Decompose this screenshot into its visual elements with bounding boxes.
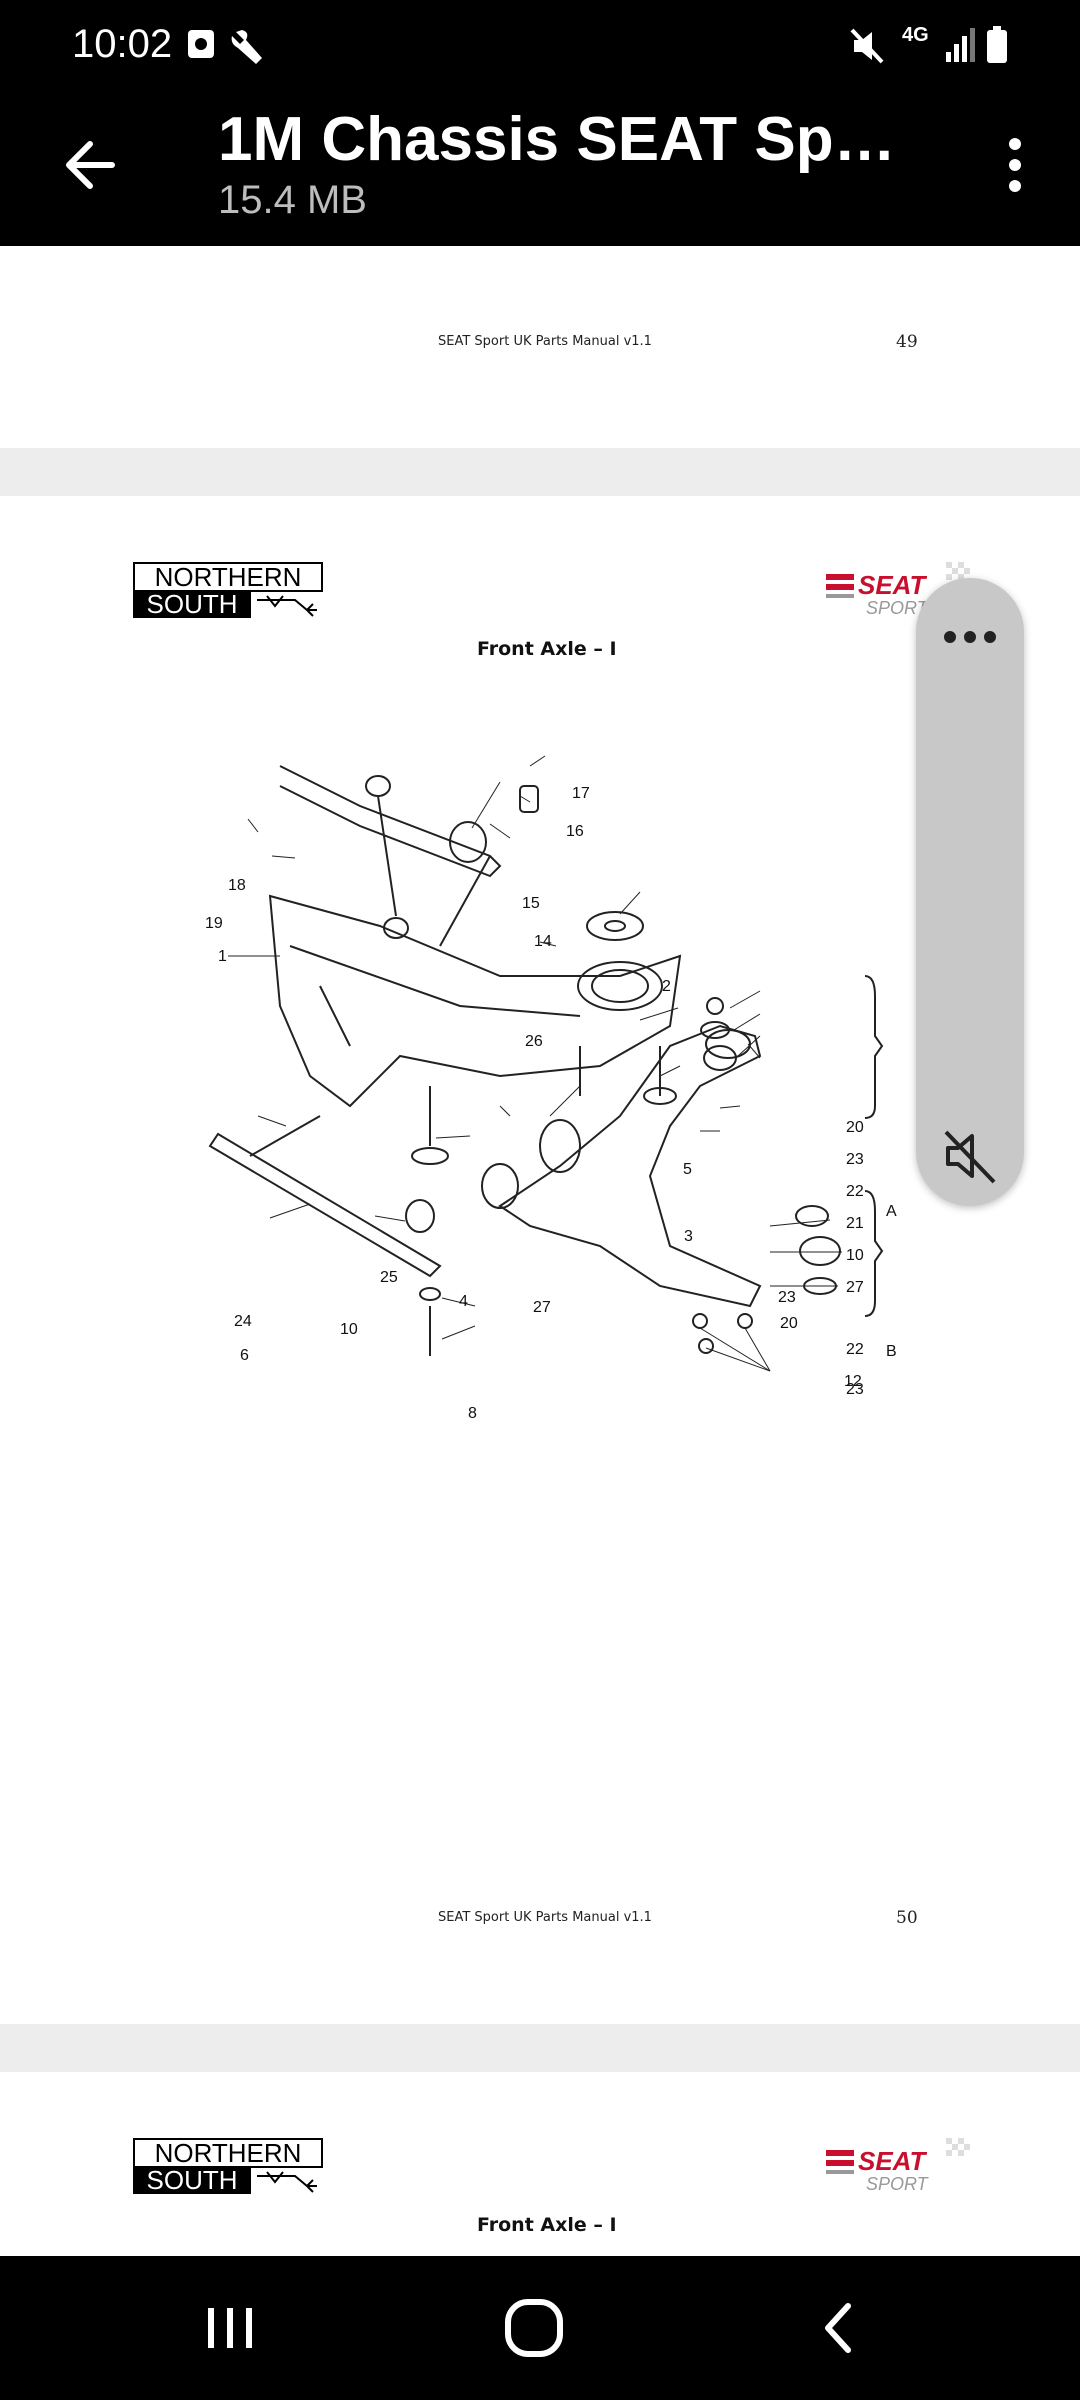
- callout-17: 17: [572, 785, 590, 802]
- northern-south-logo: NORTHERN SOUTH: [133, 562, 323, 620]
- back-icon[interactable]: [800, 2296, 880, 2360]
- callout-10: 10: [340, 1321, 358, 1338]
- network-label: 4G: [902, 24, 929, 46]
- diagram-callouts: 1 2 3 4 5 6 7 8 10 11 12 14 15 16 17 18 …: [205, 785, 897, 1422]
- more-vert-icon[interactable]: [990, 130, 1040, 200]
- pdf-page-50: NORTHERN SOUTH SEAT SPORT Front Axle – I: [0, 496, 1080, 2024]
- list-a-10: 10: [846, 1247, 864, 1264]
- callout-8: 8: [468, 1405, 477, 1422]
- callout-16: 16: [566, 823, 584, 840]
- back-arrow-icon[interactable]: [50, 130, 120, 200]
- front-axle-exploded-diagram: 1 2 3 4 5 6 7 8 10 11 12 14 15 16 17 18 …: [205, 755, 897, 1422]
- sport-tagline-text: SPORT: [866, 2174, 930, 2194]
- logo-line-2: SOUTH: [133, 2166, 251, 2194]
- list-b-22: 22: [846, 1341, 864, 1358]
- status-bar: 10:02 4G: [0, 0, 1080, 90]
- callout-19: 19: [205, 915, 223, 932]
- pdf-page-49: SEAT Sport UK Parts Manual v1.1 49: [0, 246, 1080, 448]
- callout-1: 1: [218, 948, 227, 965]
- sport-tagline-text: SPORT: [866, 598, 930, 618]
- screenshot-icon: [186, 26, 216, 67]
- northern-south-logo: NORTHERN SOUTH: [133, 2138, 323, 2196]
- seat-brand-text: SEAT: [858, 2146, 928, 2176]
- battery-icon: [986, 26, 1008, 69]
- seat-sport-logo: SEAT SPORT: [826, 2136, 996, 2196]
- callout-20-b: 20: [780, 1315, 798, 1332]
- system-nav-bar: [0, 2256, 1080, 2400]
- callout-5: 5: [683, 1161, 692, 1178]
- document-title: 1M Chassis SEAT Sport…: [218, 105, 918, 174]
- recents-icon[interactable]: [190, 2296, 270, 2360]
- callout-24: 24: [234, 1313, 252, 1330]
- page-heading: Front Axle – I: [477, 638, 617, 660]
- floating-control-panel: [916, 578, 1024, 1206]
- document-size: 15.4 MB: [218, 178, 367, 222]
- logo-line-1: NORTHERN: [133, 562, 323, 592]
- page-footer: SEAT Sport UK Parts Manual v1.1: [438, 1910, 652, 1925]
- callout-23-b: 23: [778, 1289, 796, 1306]
- logo-line-1: NORTHERN: [133, 2138, 323, 2168]
- callout-15: 15: [522, 895, 540, 912]
- wrench-icon: [228, 26, 268, 71]
- group-label-a: A: [886, 1203, 897, 1220]
- signal-icon: [944, 26, 978, 69]
- callout-14: 14: [534, 933, 552, 950]
- callout-6: 6: [240, 1347, 249, 1364]
- network-4g-icon: 4G: [902, 24, 929, 47]
- callout-12: 12: [844, 1373, 862, 1390]
- app-bar: 1M Chassis SEAT Sport… 15.4 MB: [0, 90, 1080, 246]
- list-a-20: 20: [846, 1119, 864, 1136]
- group-label-b: B: [886, 1343, 897, 1360]
- page-number: 49: [896, 332, 918, 352]
- page-heading: Front Axle – I: [477, 2214, 617, 2236]
- callout-27: 27: [533, 1299, 551, 1316]
- pdf-page-51: NORTHERN SOUTH SEAT SPORT Front Axle – I: [0, 2072, 1080, 2256]
- more-horiz-icon[interactable]: [940, 622, 1000, 652]
- list-a-27: 27: [846, 1279, 864, 1296]
- volume-off-icon[interactable]: [942, 1126, 998, 1186]
- callout-4: 4: [459, 1293, 468, 1310]
- list-b-23: 23: [846, 1381, 864, 1398]
- list-a-22: 22: [846, 1183, 864, 1200]
- callout-3: 3: [684, 1228, 693, 1245]
- home-icon[interactable]: [494, 2296, 574, 2360]
- page-number: 50: [896, 1908, 918, 1928]
- status-time: 10:02: [72, 22, 173, 66]
- callout-18: 18: [228, 877, 246, 894]
- seat-brand-text: SEAT: [858, 570, 928, 600]
- logo-line-2: SOUTH: [133, 590, 251, 618]
- seat-sport-logo: SEAT SPORT: [826, 560, 996, 620]
- list-a-21: 21: [846, 1215, 864, 1232]
- page-footer: SEAT Sport UK Parts Manual v1.1: [438, 334, 652, 349]
- callout-26: 26: [525, 1033, 543, 1050]
- callout-25: 25: [380, 1269, 398, 1286]
- list-a-23: 23: [846, 1151, 864, 1168]
- mute-icon: [850, 26, 886, 71]
- callout-2: 2: [662, 978, 671, 995]
